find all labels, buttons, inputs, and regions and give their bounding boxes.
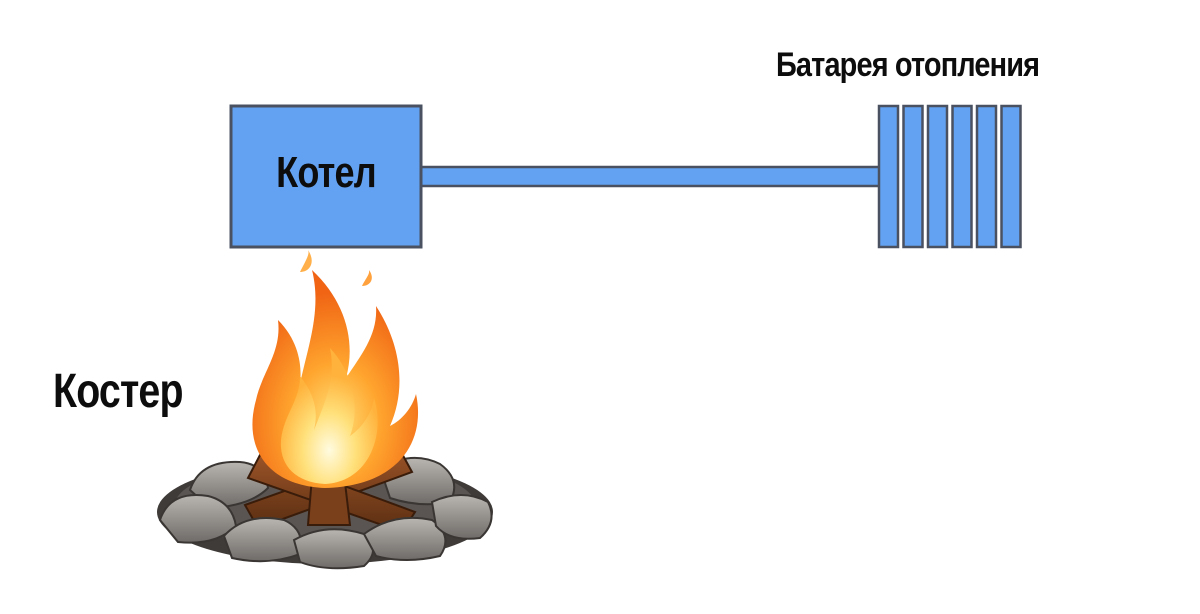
radiator-section xyxy=(1000,104,1022,249)
radiator-section xyxy=(902,104,924,249)
pipe xyxy=(419,165,882,188)
boiler-label: Котел xyxy=(276,148,377,197)
radiator-section xyxy=(975,104,998,249)
radiator-section xyxy=(926,104,949,249)
radiator xyxy=(877,104,1022,249)
boiler-box xyxy=(229,104,423,249)
radiator-label: Батарея отопления xyxy=(776,46,1040,84)
fire-label: Костер xyxy=(53,365,184,418)
campfire-icon xyxy=(157,250,493,570)
radiator-section xyxy=(951,104,973,249)
radiator-section xyxy=(877,104,900,249)
